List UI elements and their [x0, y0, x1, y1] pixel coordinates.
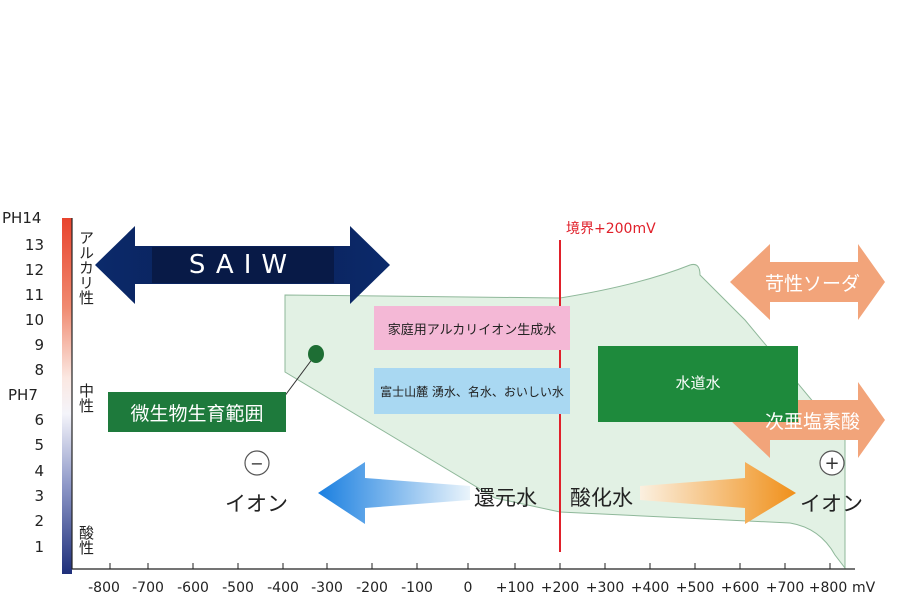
left-ion-label: イオン — [225, 492, 288, 516]
mv-tick-neg700: -700 — [132, 580, 164, 596]
reduced-water-arrow — [318, 462, 470, 524]
mv-tick-neg300: -300 — [311, 580, 343, 596]
ph7-label: PH7 — [8, 386, 38, 404]
minus-ion-symbol: − — [250, 453, 264, 473]
mv-tick-neg500: -500 — [222, 580, 254, 596]
mv-tick-neg800: -800 — [88, 580, 120, 596]
ph14-label: PH14 — [2, 209, 42, 227]
ph-tick-5: 5 — [34, 436, 44, 454]
mv-tick-pos100: +100 — [495, 580, 535, 596]
mv-tick-pos800: +800 — [808, 580, 848, 596]
mv-tick-pos400: +400 — [630, 580, 670, 596]
mv-tick-pos600: +600 — [720, 580, 760, 596]
ph-tick-1: 1 — [34, 538, 44, 556]
boundary-label: 境界+200mV — [566, 221, 656, 237]
ph-tick-13: 13 — [24, 236, 44, 254]
caustic-soda-label: 苛性ソーダ — [764, 272, 860, 295]
microbe-dot — [308, 345, 324, 363]
fuji-spring-box: 富士山麓 湧水、名水、おいしい水 — [374, 368, 570, 414]
ph-tick-2: 2 — [34, 512, 44, 530]
x-tick-marks — [109, 563, 831, 569]
tap-water-box: 水道水 — [598, 346, 798, 422]
ph-gradient-bar — [62, 218, 72, 574]
ph-tick-3: 3 — [34, 487, 44, 505]
ph-tick-4: 4 — [34, 462, 44, 480]
mv-tick-pos700: +700 — [765, 580, 805, 596]
ph-tick-6: 6 — [34, 411, 44, 429]
saiw-inner-band — [152, 247, 334, 283]
microbe-range-box: 微生物生育範囲 — [108, 392, 286, 432]
neutral-label: 中性 — [77, 383, 95, 413]
mv-tick-pos300: +300 — [585, 580, 625, 596]
hypochlorous-label: 次亜塩素酸 — [764, 410, 860, 433]
ph-tick-8: 8 — [34, 361, 44, 379]
mv-tick-neg600: -600 — [177, 580, 209, 596]
plus-ion-icon — [819, 450, 845, 476]
mv-tick-neg200: -200 — [356, 580, 388, 596]
mv-tick-0: 0 — [463, 580, 473, 596]
oxidized-water-arrow — [640, 462, 796, 524]
acidic-label: 酸性 — [77, 525, 95, 555]
mv-tick-pos500: +500 — [675, 580, 715, 596]
mv-tick-pos200: +200 — [540, 580, 580, 596]
mv-unit-label: mV — [852, 580, 876, 596]
ph-tick-9: 9 — [34, 336, 44, 354]
ph-tick-11: 11 — [24, 286, 44, 304]
oxidized-water-label: 酸化水 — [570, 486, 633, 510]
ph-tick-12: 12 — [24, 261, 44, 279]
saiw-label: SAIW — [188, 250, 298, 280]
right-ion-label: イオン — [800, 492, 863, 516]
home-alkaline-box: 家庭用アルカリイオン生成水 — [374, 306, 570, 350]
mv-tick-neg100: -100 — [401, 580, 433, 596]
reduced-water-label: 還元水 — [474, 486, 537, 510]
caustic-soda-arrow — [730, 244, 885, 320]
ph-tick-10: 10 — [24, 311, 44, 329]
mv-tick-neg400: -400 — [267, 580, 299, 596]
alkaline-label: アルカリ性 — [77, 229, 95, 305]
minus-ion-icon — [244, 450, 270, 476]
plus-ion-symbol: + — [824, 452, 840, 474]
